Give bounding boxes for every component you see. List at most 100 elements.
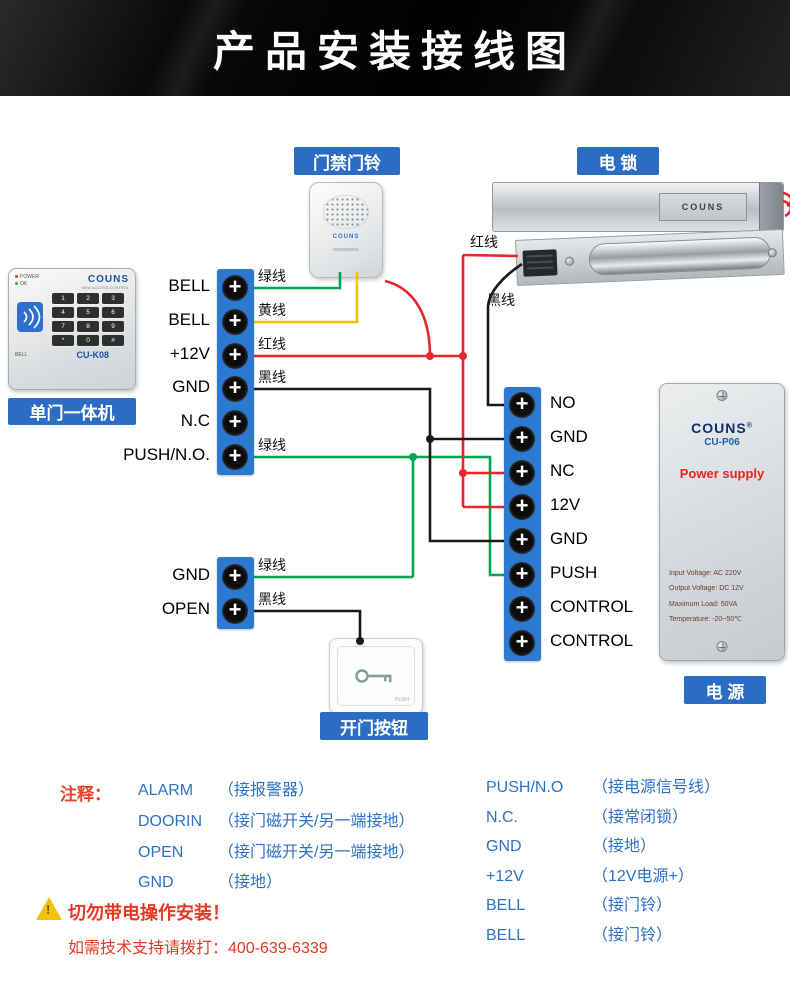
note-term: +12V [486, 867, 524, 885]
black-wires [254, 262, 523, 641]
notes-heading: 注释： [60, 785, 111, 804]
note-desc: （接常闭锁） [592, 808, 689, 826]
note-term: OPEN [138, 843, 184, 861]
doorbell-brand: COUNS [332, 234, 360, 240]
pin-label: NO [550, 393, 576, 412]
keypad-key: 3 [102, 293, 124, 304]
note-row: BELL（接门铃） [486, 891, 720, 921]
keypad-model: CU-K08 [76, 350, 109, 360]
power-supply-device: COUNS® CU-P06 Power supply Input Voltage… [659, 383, 785, 661]
keypad-key: * [52, 335, 74, 346]
note-row: ALARM（接报警器） [138, 776, 414, 807]
maglock-body: COUNS [492, 182, 784, 232]
note-term: N.C. [486, 808, 518, 826]
wire-color-tag: 黑线 [258, 369, 286, 385]
power-supply-label: 电 源 [684, 676, 766, 704]
terminal-screw: + [222, 444, 248, 470]
keypad-key: 9 [102, 321, 124, 332]
lock-brand: COUNS [681, 202, 725, 212]
note-row: +12V （12V电源+） [486, 862, 720, 892]
note-desc: （接地） [592, 838, 657, 856]
note-term: GND [138, 874, 174, 892]
pin-label: GND [550, 529, 588, 548]
note-desc: （12V电源+） [592, 867, 694, 885]
wire-black-lock [486, 262, 523, 407]
lock-pigtail-2 [782, 199, 790, 218]
terminal-screw: + [222, 598, 248, 624]
notes-left-column: ALARM（接报警器）DOORIN（接门磁开关/另一端接地） OPEN （接门磁开关… [138, 776, 414, 899]
pin-label: PUSH/N.O. [123, 445, 210, 464]
pin-label: CONTROL [550, 631, 634, 650]
green-wires [254, 272, 504, 579]
keypad-status-leds: POWER OK [15, 274, 39, 290]
exit-button-device: PUSH [329, 638, 423, 714]
keypad-branding: COUNS NEW ACCESS CONTROL [82, 274, 129, 290]
notes-right-column: PUSH/N.O （接电源信号线） N.C. （接常闭锁） GND （接地） +12V （12… [486, 773, 720, 951]
warning-icon: ! [36, 897, 62, 920]
note-term: BELL [486, 897, 526, 915]
terminal-screw: + [509, 494, 535, 520]
note-desc: （接门磁开关/另一端接地） [218, 812, 415, 830]
keypad-key: 6 [102, 307, 124, 318]
lock-label: 电 锁 [577, 147, 659, 175]
power-led-icon [15, 275, 18, 279]
pin-label: +12V [169, 344, 210, 363]
terminal-screw: + [222, 376, 248, 402]
terminal-screw: + [509, 528, 535, 554]
psu-brand: COUNS® [660, 420, 784, 436]
psu-model: CU-P06 [704, 437, 740, 448]
wire-color-tag: 黄线 [258, 302, 286, 318]
terminal-screw: + [222, 343, 248, 369]
note-row: DOORIN（接门磁开关/另一端接地） [138, 807, 414, 838]
ok-led-label: OK [20, 281, 28, 287]
wire-red-doorbell [384, 279, 432, 357]
doorbell-speaker-grille [323, 195, 369, 229]
psu-screw-icon [716, 390, 728, 401]
pin-label: GND [172, 377, 210, 396]
exit-button-text: PUSH [395, 697, 409, 703]
note-term: GND [486, 838, 522, 856]
maglock-end-cap [759, 183, 783, 231]
keypad-terminal-strip [217, 269, 254, 475]
power-led-label: POWER [20, 274, 39, 280]
pin-label: PUSH [550, 563, 598, 582]
pin-label: OPEN [161, 599, 210, 618]
terminal-screw: + [509, 392, 535, 418]
keypad-header: POWER OK COUNS NEW ACCESS CONTROL [15, 274, 129, 290]
note-row: PUSH/N.O （接电源信号线） [486, 773, 720, 803]
keypad-footer: BELL CU-K08 [15, 350, 129, 360]
note-term: PUSH/N.O [486, 779, 564, 796]
exit-button-label: 开门按钮 [320, 712, 428, 740]
psu-spec-line: Output Voltage: DC 12V [669, 585, 744, 593]
page-title: 产品安装接线图 [212, 27, 577, 75]
terminal-screw: + [222, 309, 248, 335]
psu-spec-line: Temperature: -20~50℃ [669, 616, 743, 624]
pin-label: GND [550, 427, 588, 446]
terminal-screw: + [222, 410, 248, 436]
maglock-brand-plate: COUNS [659, 193, 747, 221]
pin-label: NC [550, 461, 575, 480]
doorbell-label: 门禁门铃 [294, 147, 400, 175]
keypad-key: 4 [52, 307, 74, 318]
wire-green-bell [254, 272, 342, 290]
yellow-wires [254, 272, 359, 324]
wire-color-tag: 红线 [258, 336, 286, 352]
keypad-key: 0 [77, 335, 99, 346]
wire-color-tag: 绿线 [258, 557, 286, 573]
psu-brand-name: COUNS [691, 420, 747, 436]
ok-led-icon [15, 282, 18, 286]
wire-red-to-lock [462, 253, 519, 258]
note-desc: （接电源信号线） [592, 779, 721, 796]
terminal-screw: + [509, 630, 535, 656]
pin-label: BELL [168, 276, 210, 295]
wire-yellow-bell [254, 272, 359, 324]
junction-dots [356, 352, 467, 645]
wire-color-tag-black: 黑线 [487, 292, 515, 308]
pin-label: BELL [168, 310, 210, 329]
note-row: N.C. （接常闭锁） [486, 803, 720, 833]
terminal-screw: + [222, 564, 248, 590]
warning-text: 切勿带电操作安装！ [68, 903, 230, 923]
